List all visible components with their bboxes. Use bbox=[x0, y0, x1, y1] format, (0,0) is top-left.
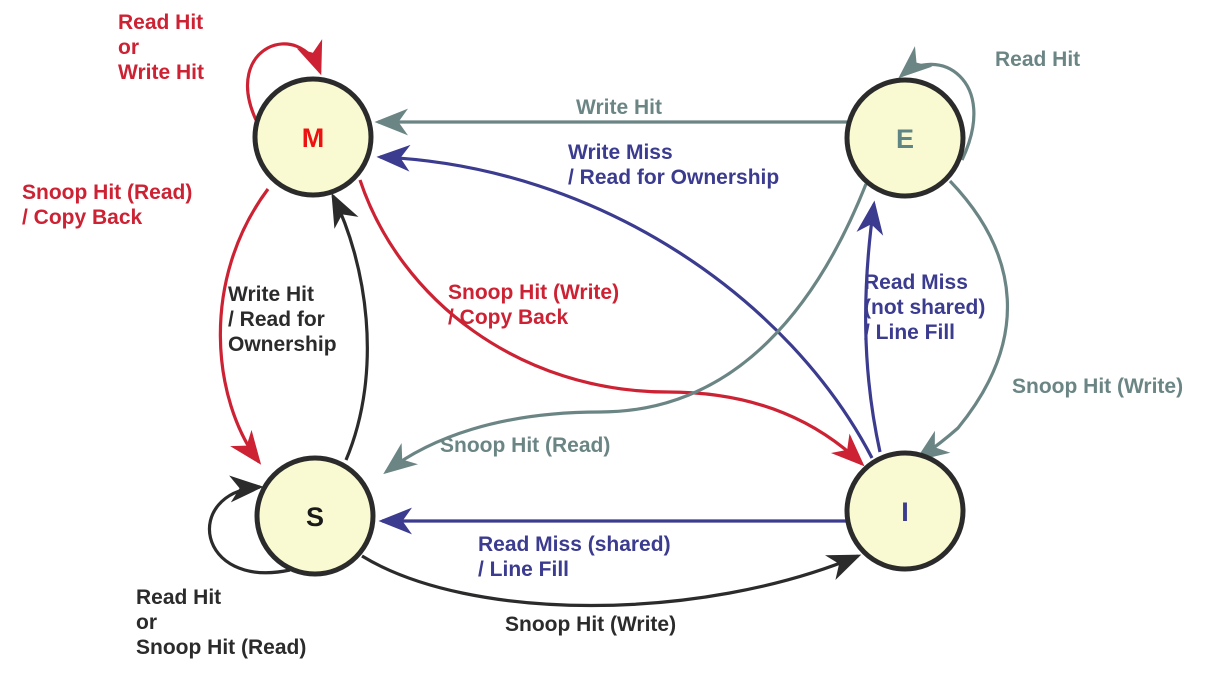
edge-e-self bbox=[898, 46, 976, 161]
state-node-s[interactable]: S bbox=[254, 455, 376, 577]
edge-s-self bbox=[208, 475, 291, 575]
edge-m-to-i bbox=[358, 179, 865, 467]
edge-i-to-m bbox=[376, 144, 874, 459]
edge-e-to-s bbox=[383, 183, 868, 475]
edge-label-i-to-s: Read Miss (shared) / Line Fill bbox=[478, 533, 671, 581]
edge-label-m-to-s: Snoop Hit (Read) / Copy Back bbox=[22, 181, 193, 229]
edge-label-e-to-m: Write Hit bbox=[576, 96, 662, 119]
edge-i-to-e bbox=[856, 200, 884, 453]
state-label-e: E bbox=[896, 124, 914, 154]
edge-label-i-to-m: Write Miss / Read for Ownership bbox=[568, 141, 780, 189]
state-label-i: I bbox=[901, 497, 909, 527]
edge-s-to-i bbox=[361, 554, 862, 608]
edge-label-s-self: Read Hit or Snoop Hit (Read) bbox=[136, 586, 307, 659]
edge-m-self bbox=[246, 39, 323, 121]
edge-label-i-to-e: Read Miss (not shared) / Line Fill bbox=[864, 271, 986, 344]
edge-label-s-to-i: Snoop Hit (Write) bbox=[505, 613, 677, 636]
state-label-s: S bbox=[306, 502, 324, 532]
edge-label-m-self: Read Hit or Write Hit bbox=[118, 11, 204, 84]
edge-label-e-self: Read Hit bbox=[995, 48, 1081, 71]
edge-label-e-to-s: Snoop Hit (Read) bbox=[440, 434, 611, 457]
edge-s-to-m bbox=[331, 192, 369, 461]
edge-label-s-to-m: Write Hit / Read for Ownership bbox=[228, 283, 337, 356]
edge-m-to-s bbox=[218, 188, 270, 465]
state-label-m: M bbox=[302, 123, 325, 153]
state-node-m[interactable]: M bbox=[252, 76, 374, 198]
state-node-i[interactable]: I bbox=[844, 450, 966, 572]
edge-label-e-to-i: Snoop Hit (Write) bbox=[1012, 375, 1184, 398]
edge-e-to-i bbox=[915, 179, 1009, 462]
state-node-e[interactable]: E bbox=[844, 77, 966, 199]
edge-label-m-to-i: Snoop Hit (Write) / Copy Back bbox=[448, 281, 620, 329]
